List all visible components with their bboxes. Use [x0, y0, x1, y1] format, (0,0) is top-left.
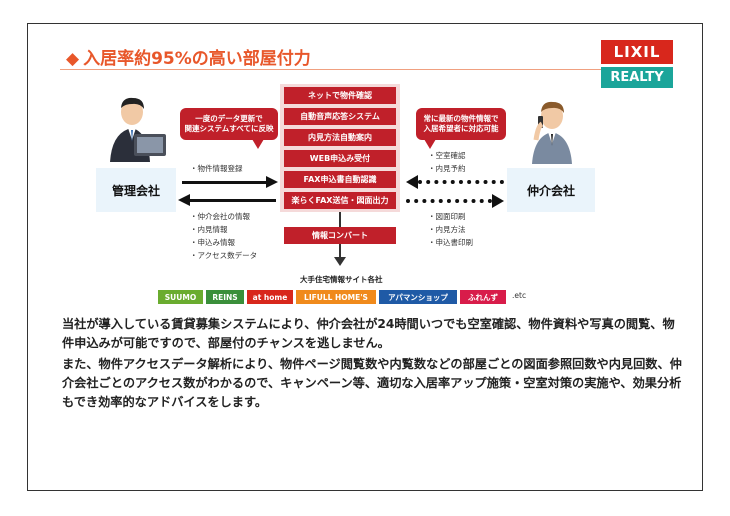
- down-arrow-line: [339, 212, 341, 228]
- broker-output-list: ・図面印刷 ・内見方法 ・申込書印刷: [428, 212, 473, 247]
- arrow-panel-to-manager-head: [178, 194, 190, 206]
- body-paragraph-1: 当社が導入している賃貸募集システムにより、仲介会社が24時間いつでも空室確認、物…: [62, 317, 675, 350]
- portal-reins: REINS: [206, 290, 244, 304]
- lixil-logo: LIXIL: [601, 40, 673, 64]
- body-paragraph-2: また、物件アクセスデータ解析により、物件ページ閲覧数や内覧数などの部屋ごとの図面…: [62, 357, 682, 409]
- arrow-manager-to-panel: [182, 181, 268, 184]
- portal-lifull-homes: LIFULL HOME'S: [296, 290, 376, 304]
- portal-furenzu: ふれんず: [460, 290, 506, 304]
- portal-sites-title: 大手住宅情報サイト各社: [300, 275, 383, 284]
- portal-apamanshop: アパマンショップ: [379, 290, 457, 304]
- callout-right: 常に最新の物件情報で入居希望者に対応可能: [416, 108, 506, 140]
- feature-viewing-guide: 内見方法自動案内: [284, 129, 396, 146]
- feature-fax-send: 楽らくFAX送信・図面出力: [284, 192, 396, 209]
- feature-web-application: WEB申込み受付: [284, 150, 396, 167]
- callout-left-tail: [252, 139, 264, 149]
- broker-input-list: ・空室確認 ・内見予約: [428, 151, 466, 173]
- down-arrow-head: [334, 257, 346, 266]
- feature-net-check: ネットで物件確認: [284, 87, 396, 104]
- callout-left: 一度のデータ更新で関連システムすべてに反映: [180, 108, 278, 140]
- manager-person-icon: [110, 97, 166, 162]
- diamond-icon: ◆: [66, 49, 80, 69]
- portal-suumo: SUUMO: [158, 290, 203, 304]
- page-title: ◆入居率約95%の高い部屋付力: [66, 49, 311, 69]
- feature-panel: [280, 84, 400, 212]
- feature-voice-response: 自動音声応答システム: [284, 108, 396, 125]
- broker-company-box: 仲介会社: [507, 168, 595, 212]
- manager-output-list: ・仲介会社の情報 ・内見情報 ・申込み情報 ・アクセス数データ: [190, 212, 258, 260]
- arrow-broker-to-panel: [418, 180, 504, 184]
- broker-person-icon: [532, 101, 572, 164]
- title-underline: [60, 69, 673, 70]
- arrow-panel-to-broker: [406, 199, 492, 203]
- portal-athome: at home: [247, 290, 293, 304]
- arrow-panel-to-manager: [190, 199, 276, 202]
- conversion-box: 情報コンバート: [284, 227, 396, 244]
- down-arrow-line-2: [339, 244, 341, 258]
- manager-input-list: ・物件情報登録: [190, 164, 243, 173]
- realty-logo: REALTY: [601, 67, 673, 88]
- callout-right-tail: [424, 139, 436, 149]
- body-text: 当社が導入している賃貸募集システムにより、仲介会社が24時間いつでも空室確認、物…: [62, 315, 682, 414]
- feature-fax-recognition: FAX申込書自動認識: [284, 171, 396, 188]
- arrow-manager-to-panel-head: [266, 176, 278, 188]
- arrow-panel-to-broker-head: [492, 194, 504, 208]
- portals-etc: .etc: [512, 291, 527, 300]
- arrow-broker-to-panel-head: [406, 175, 418, 189]
- manager-company-box: 管理会社: [96, 168, 176, 212]
